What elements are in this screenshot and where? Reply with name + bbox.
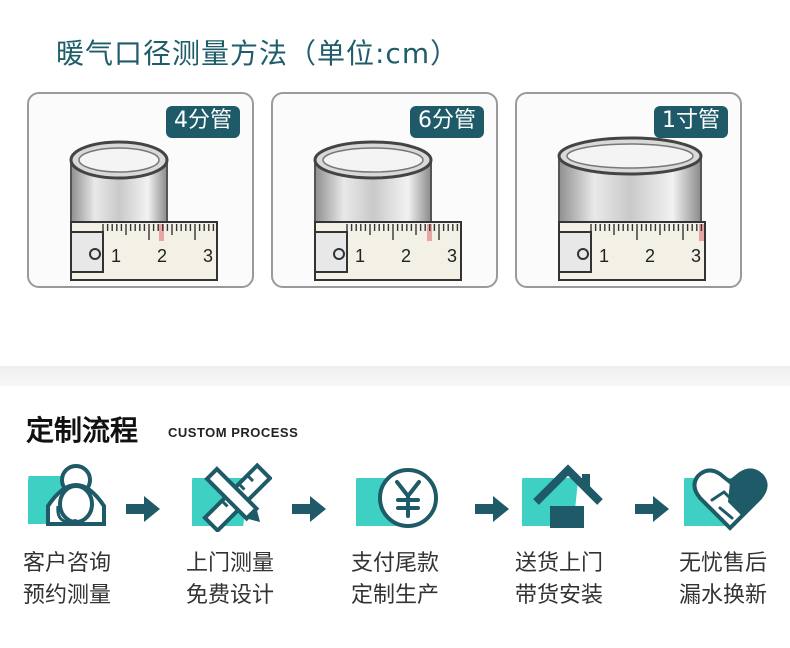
measure-marker [699, 224, 704, 241]
tape-ruler: 1 2 3 [70, 221, 218, 281]
ruler-tick-label: 2 [645, 246, 655, 266]
arrow-right-icon [635, 496, 669, 522]
ruler-tick-label: 1 [111, 246, 121, 266]
pipe-size-tag: 4分管 [166, 106, 240, 138]
ruler-tick-label: 3 [691, 246, 701, 266]
customer-service-icon [28, 464, 106, 526]
ruler-tick-label: 1 [355, 246, 365, 266]
handshake-heart-icon [684, 468, 768, 531]
ruler-tick-label: 3 [203, 246, 213, 266]
pipe-size-tag: 1寸管 [654, 106, 728, 138]
house-icon [522, 464, 603, 528]
pipe-ruler-illustration: 1 2 3 [69, 140, 218, 281]
pipe-size-tag: 6分管 [410, 106, 484, 138]
step-label: 客户咨询 预约测量 [22, 551, 111, 608]
ruler-pencil-icon [192, 462, 272, 532]
pipe-card-1cun: 1 2 3 1寸管 [515, 92, 742, 288]
yuan-coin-icon [356, 468, 438, 528]
step-label: 无忧售后 漏水换新 [678, 551, 767, 608]
tape-ruler: 1 2 3 [314, 221, 462, 281]
step-label: 上门测量 免费设计 [185, 551, 274, 608]
pipe-ruler-illustration: 1 2 3 [557, 136, 706, 281]
arrow-right-icon [126, 496, 160, 522]
pipe-card-6fen: 1 2 3 6分管 [271, 92, 498, 288]
ruler-tick-label: 2 [157, 246, 167, 266]
arrow-right-icon [292, 496, 326, 522]
measure-marker [427, 224, 432, 241]
process-title: 定制流程 [26, 414, 139, 447]
process-subtitle: CUSTOM PROCESS [168, 425, 299, 440]
pipe-ruler-illustration: 1 2 3 [313, 140, 462, 281]
measure-marker [159, 224, 164, 241]
ruler-tick-label: 3 [447, 246, 457, 266]
tape-ruler: 1 2 3 [558, 221, 706, 281]
section-divider [0, 366, 790, 386]
ruler-tick-label: 1 [599, 246, 609, 266]
ruler-tick-label: 2 [401, 246, 411, 266]
step-label: 支付尾款 定制生产 [350, 551, 439, 608]
step-label: 送货上门 带货安装 [514, 551, 603, 608]
pipe-card-4fen: 1 2 3 4分管 [27, 92, 254, 288]
arrow-right-icon [475, 496, 509, 522]
measure-title: 暖气口径测量方法（单位:cm） [56, 37, 460, 70]
